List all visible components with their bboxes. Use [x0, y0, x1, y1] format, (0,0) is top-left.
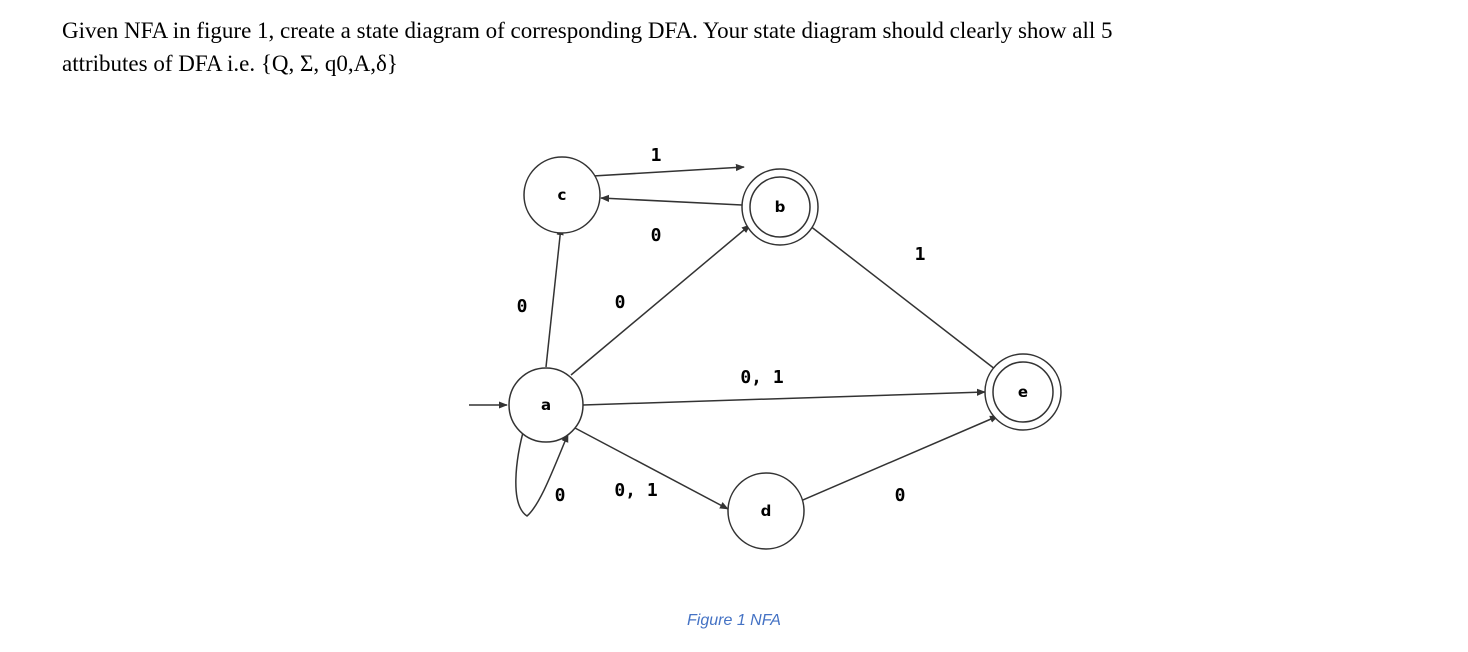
state-c: c	[523, 156, 601, 234]
figure-caption: Figure 1 NFA	[687, 612, 781, 629]
state-e-label: e	[1018, 383, 1028, 401]
label-d-to-e: 0	[895, 485, 906, 506]
nfa-figure: c b a d e 1 0 1 0 0 0, 1 0 0, 1 0	[455, 130, 1065, 555]
label-a-self-loop: 0	[555, 485, 566, 506]
state-c-label: c	[558, 186, 567, 204]
label-b-to-c: 0	[651, 225, 662, 246]
question-line-1: Given NFA in figure 1, create a state di…	[62, 18, 1113, 43]
edge-b-to-e	[804, 221, 1001, 374]
question-text: Given NFA in figure 1, create a state di…	[62, 14, 1442, 80]
label-b-to-e: 1	[915, 244, 926, 265]
edge-a-to-e	[582, 388, 986, 406]
edge-a-to-c	[545, 226, 564, 368]
label-a-to-b: 0	[615, 292, 626, 313]
state-a: a	[508, 367, 584, 443]
state-e-accept-ring	[992, 361, 1054, 423]
edge-a-to-b	[570, 224, 751, 376]
state-b-label: b	[775, 198, 786, 216]
label-a-to-c: 0	[517, 296, 528, 317]
edge-c-to-b	[592, 163, 745, 177]
question-line-2: attributes of DFA i.e. {Q, Σ, q0,A,δ}	[62, 51, 398, 76]
nfa-diagram: c b a d e 1 0 1 0 0 0, 1 0 0, 1 0	[469, 145, 1062, 550]
edge-d-to-e	[774, 415, 999, 513]
edge-a-self-loop	[515, 424, 569, 517]
label-a-to-d: 0, 1	[614, 480, 657, 501]
state-d: d	[727, 472, 805, 550]
label-c-to-b: 1	[651, 145, 662, 166]
state-a-label: a	[541, 396, 551, 414]
state-d-label: d	[761, 502, 772, 520]
state-e: e	[984, 353, 1062, 431]
label-a-to-e: 0, 1	[740, 367, 783, 388]
edge-a-to-d	[574, 427, 729, 510]
edge-b-to-c	[600, 194, 743, 206]
state-b-accept-ring	[749, 176, 811, 238]
state-b: b	[741, 168, 819, 246]
